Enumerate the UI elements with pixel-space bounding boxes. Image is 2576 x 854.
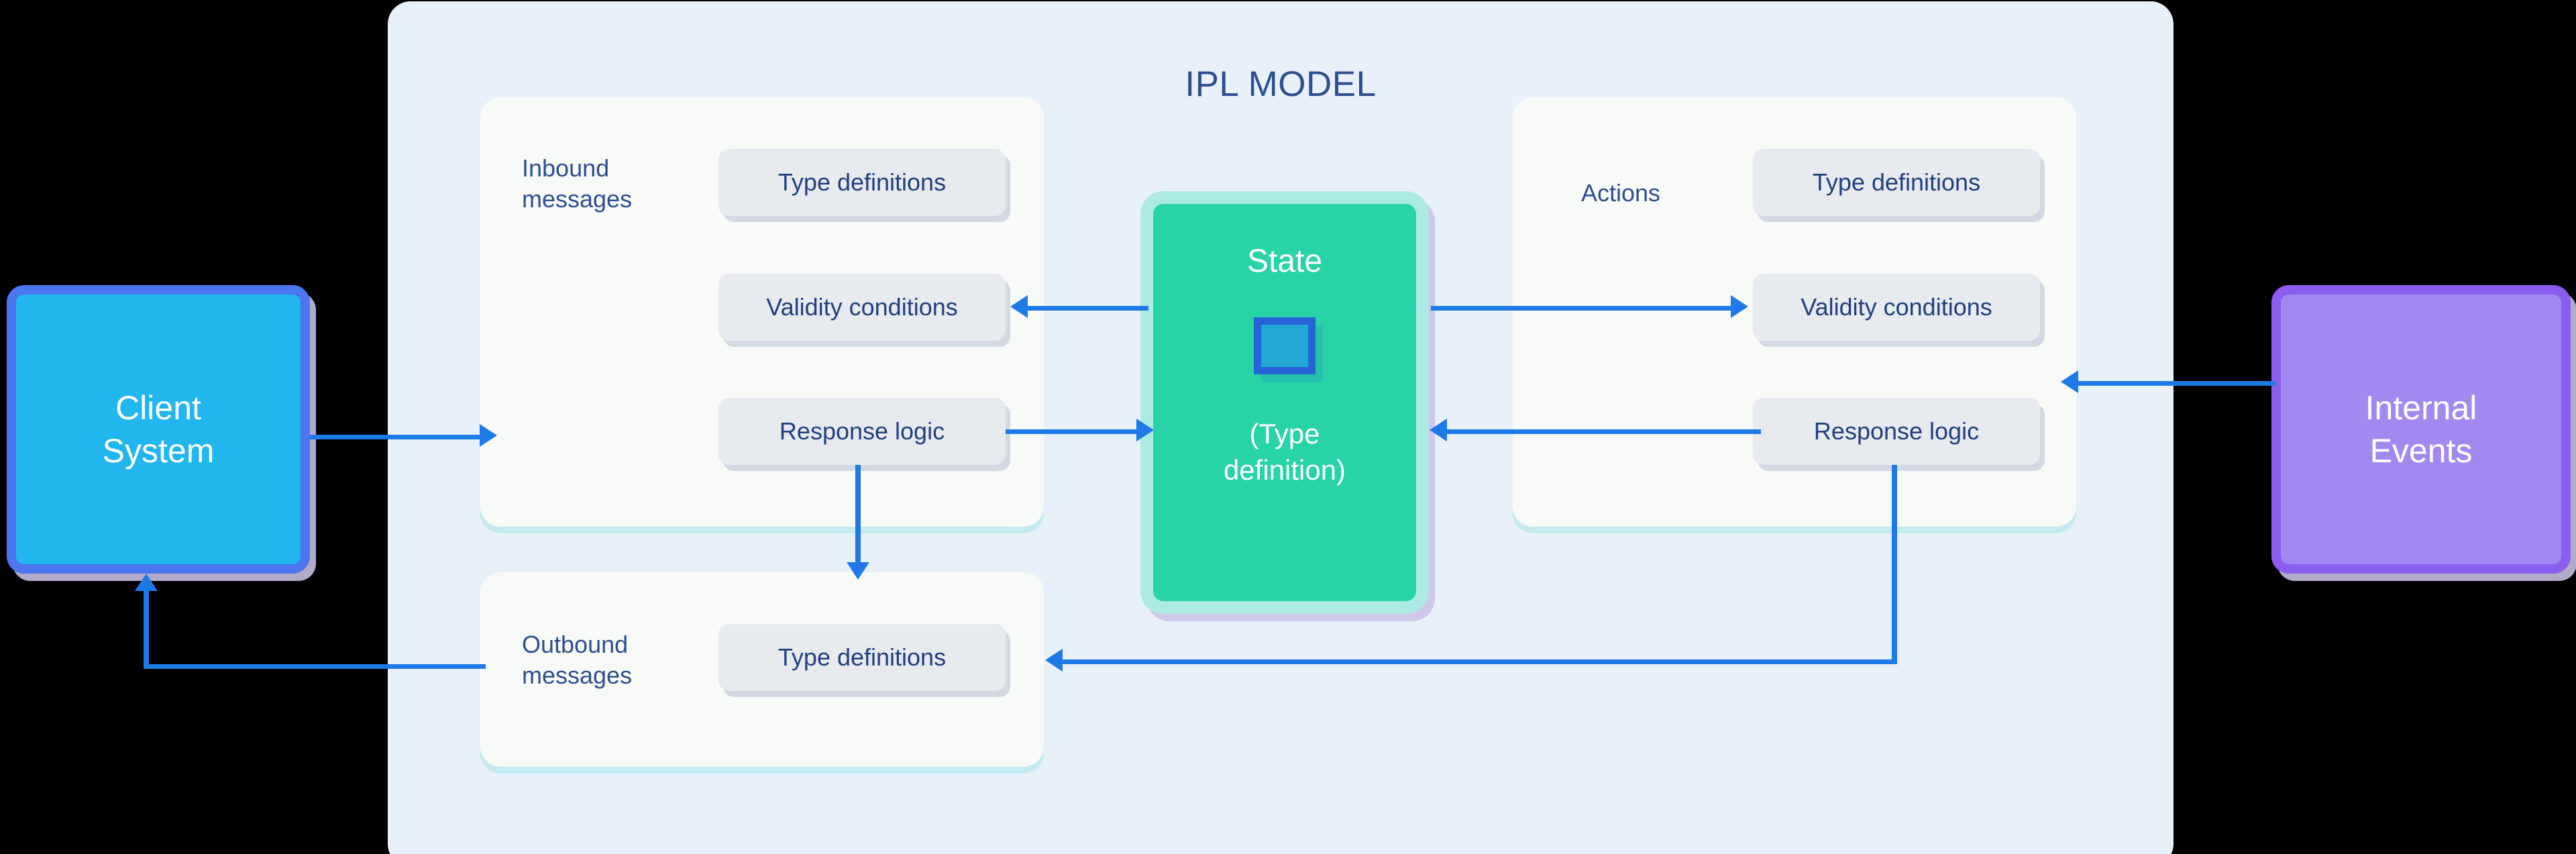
connector-inbound-response-to-outbound: [855, 465, 861, 564]
inbound-chip-response-logic[interactable]: Response logic: [718, 398, 1006, 465]
outbound-label-line2: messages: [522, 661, 633, 690]
state-title: State: [1246, 244, 1323, 279]
inbound-messages-label: Inbound messages: [522, 153, 723, 215]
arrowhead-state-to-inbound-validity: [1010, 295, 1028, 318]
internal-events-line1: Internal: [2365, 389, 2477, 427]
outbound-label-line1: Outbound: [522, 631, 629, 658]
arrowhead-outbound-to-client: [135, 574, 158, 591]
inbound-label-line2: messages: [522, 185, 633, 213]
outbound-messages-label: Outbound messages: [522, 629, 737, 691]
client-system-box[interactable]: Client System: [7, 285, 310, 574]
internal-events-line2: Events: [2369, 432, 2473, 470]
actions-chip-type-definitions[interactable]: Type definitions: [1753, 149, 2040, 216]
arrowhead-events-to-actions: [2061, 370, 2078, 393]
client-system-line1: Client: [115, 389, 201, 427]
connector-client-to-inbound: [310, 435, 488, 439]
state-subtitle-line1: (Type: [1249, 418, 1320, 449]
connector-state-to-inbound-validity: [1026, 306, 1148, 311]
connector-outbound-to-client-v: [144, 590, 149, 668]
inbound-chip-validity-conditions[interactable]: Validity conditions: [718, 274, 1006, 341]
client-system-label: Client System: [103, 386, 215, 472]
state-subtitle-line2: definition): [1223, 453, 1346, 486]
connector-actions-response-to-outbound: [1061, 659, 1897, 664]
connector-outbound-to-client-h: [144, 664, 486, 669]
arrowhead-client-to-inbound: [480, 424, 497, 447]
actions-label: Actions: [1581, 178, 1782, 209]
actions-chip-validity-conditions[interactable]: Validity conditions: [1753, 274, 2040, 341]
state-square-icon: [1254, 317, 1316, 374]
connector-state-to-actions-validity: [1431, 306, 1733, 311]
internal-events-label: Internal Events: [2365, 386, 2477, 472]
page-title: IPL MODEL: [1185, 64, 1377, 104]
arrowhead-actions-response-to-state: [1430, 419, 1447, 441]
state-box[interactable]: State (Type definition): [1140, 191, 1429, 614]
connector-actions-response-down: [1892, 465, 1897, 664]
inbound-label-line1: Inbound: [522, 154, 610, 182]
arrowhead-state-to-actions-validity: [1731, 295, 1748, 318]
connector-inbound-response-to-state: [1006, 429, 1140, 434]
connector-actions-response-to-state: [1446, 429, 1761, 434]
actions-chip-response-logic[interactable]: Response logic: [1753, 398, 2040, 465]
arrowhead-actions-response-to-outbound: [1045, 649, 1063, 672]
client-system-line2: System: [102, 432, 215, 470]
connector-events-to-actions: [2077, 381, 2275, 386]
arrowhead-inbound-response-to-outbound: [847, 562, 869, 580]
outbound-chip-type-definitions[interactable]: Type definitions: [718, 624, 1006, 691]
internal-events-box[interactable]: Internal Events: [2271, 285, 2571, 574]
inbound-chip-type-definitions[interactable]: Type definitions: [718, 149, 1006, 216]
state-subtitle: (Type definition): [1224, 416, 1346, 488]
arrowhead-inbound-response-to-state: [1136, 419, 1154, 441]
actions-label-line1: Actions: [1581, 179, 1661, 207]
